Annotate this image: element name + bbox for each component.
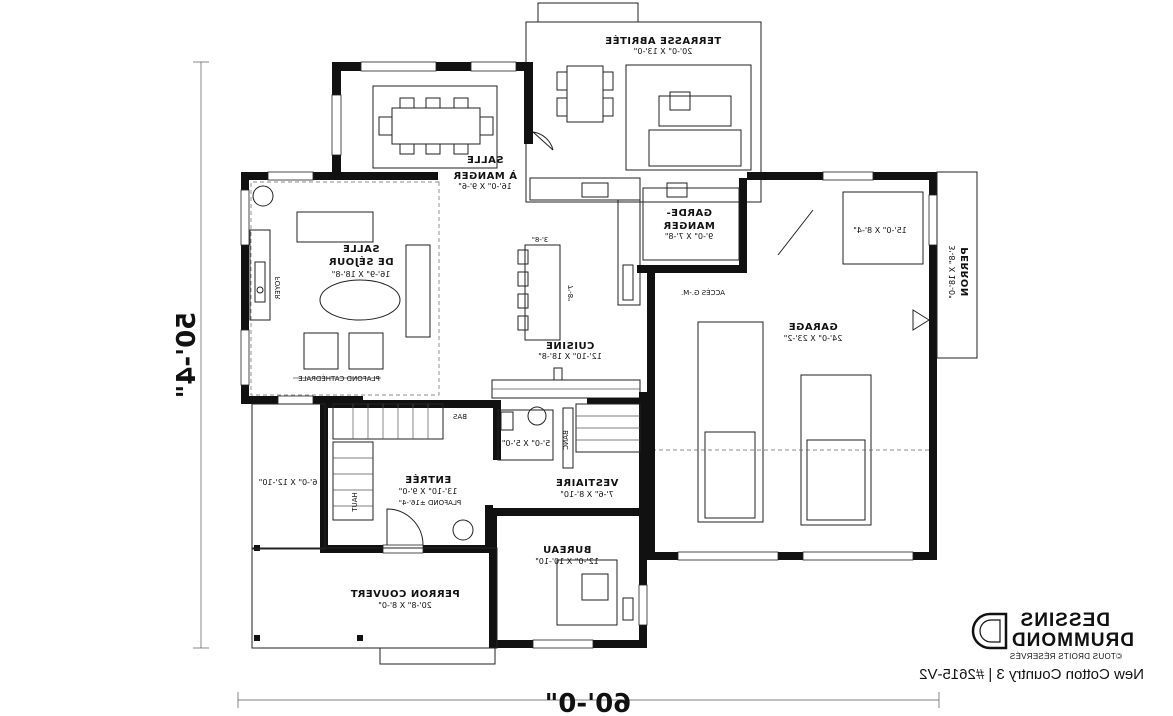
overall-width: 60'-0" [545,689,632,716]
size-sejour: 16'-9" X 18'-8" [332,270,391,279]
size-entree: 13'-10" X 9'-0" [399,487,458,496]
label-acces-gm: ACCÈS G.-M. [681,288,725,297]
label-foyer: FOYER [274,277,282,300]
brand-line-2: DRUMMOND [1010,630,1134,651]
brand-logo: DESSINS DRUMMOND ©TOUS DROITS RÉSERVÉS [960,610,1140,670]
dimension-lines [193,61,940,708]
brand-line-1: DESSINS [1019,610,1110,631]
bureau [489,508,648,649]
size-vestiaire: 7'-6" X 8'-10" [560,490,614,499]
size-salle-manger: 16'-0" X 9'-6" [458,182,512,191]
size-cuisine: 12'-10" X 18'-8" [538,352,602,361]
cuisine [491,177,641,399]
garage-storage-size: 15'-0" X 8'-4" [853,226,907,235]
brand-mark-icon [971,612,1008,650]
island-length: 7'-8" [567,285,575,302]
plan-caption: New Cotton Country 3 | #2615-V2 [919,666,1144,683]
label-plafond-cathedrale: PLAFOND CATHÉDRALE [298,374,380,383]
perron [936,171,978,359]
label-sejour-2: DE SÉJOUR [328,255,393,268]
size-garde-manger: 9'-0" X 7'-8" [665,232,713,241]
label-entree: ENTRÉE [405,473,451,486]
label-terrasse: TERRASSE ABRITÉE [605,34,721,47]
overall-depth: 50'-4" [172,312,202,399]
label-haut: HAUT [351,492,359,512]
label-salle-manger-1: SALLE [466,155,503,166]
size-bureau: 12'-0" X 10'-10" [535,557,599,566]
size-garage: 24'-0" X 23'-2" [784,334,843,343]
size-side-porch: 6'-0" X 12'-10" [259,478,318,487]
size-terrasse: 20'-0" X 13'-0" [634,47,693,56]
label-bas: BAS [452,413,467,421]
label-banc: BANC [562,430,570,450]
room-labels: TERRASSE ABRITÉE 20'-0" X 13'-0" SALLE À… [259,34,971,610]
label-perron-couvert: PERRON COUVERT [350,589,460,600]
label-sejour-1: SALLE [342,244,379,255]
salle-de-sejour [240,171,440,405]
label-entree-ceiling: PLAFOND ±16'-4" [399,499,461,507]
terrasse-abritee [525,2,762,203]
island-width: 3'-8" [532,236,549,244]
mirrored-drawing: TERRASSE ABRITÉE 20'-0" X 13'-0" SALLE À… [172,2,978,716]
size-salle-eau: 5'-0" X 5'-0" [502,439,550,448]
label-bureau: BUREAU [543,545,592,556]
garage [647,171,938,561]
label-garde-manger-2: MANGER [663,221,715,232]
garde-manger [637,178,747,273]
label-salle-manger-2: À MANGER [453,169,517,182]
label-perron: PERRON [960,247,971,296]
perron-couvert [251,403,498,665]
salle-a-manger [331,61,554,180]
label-garde-manger-1: GARDE- [666,208,712,219]
center-block [320,392,647,562]
label-vestiaire: VESTIAIRE [556,478,619,489]
label-cuisine: CUISINE [546,341,595,352]
size-perron: 3'-8" X 18'-0" [948,245,957,299]
label-garage: GARAGE [788,322,837,333]
brand-copyright: ©TOUS DROITS RÉSERVÉS [1009,652,1122,661]
size-perron-couvert: 20'-8" X 8'-0" [378,601,432,610]
